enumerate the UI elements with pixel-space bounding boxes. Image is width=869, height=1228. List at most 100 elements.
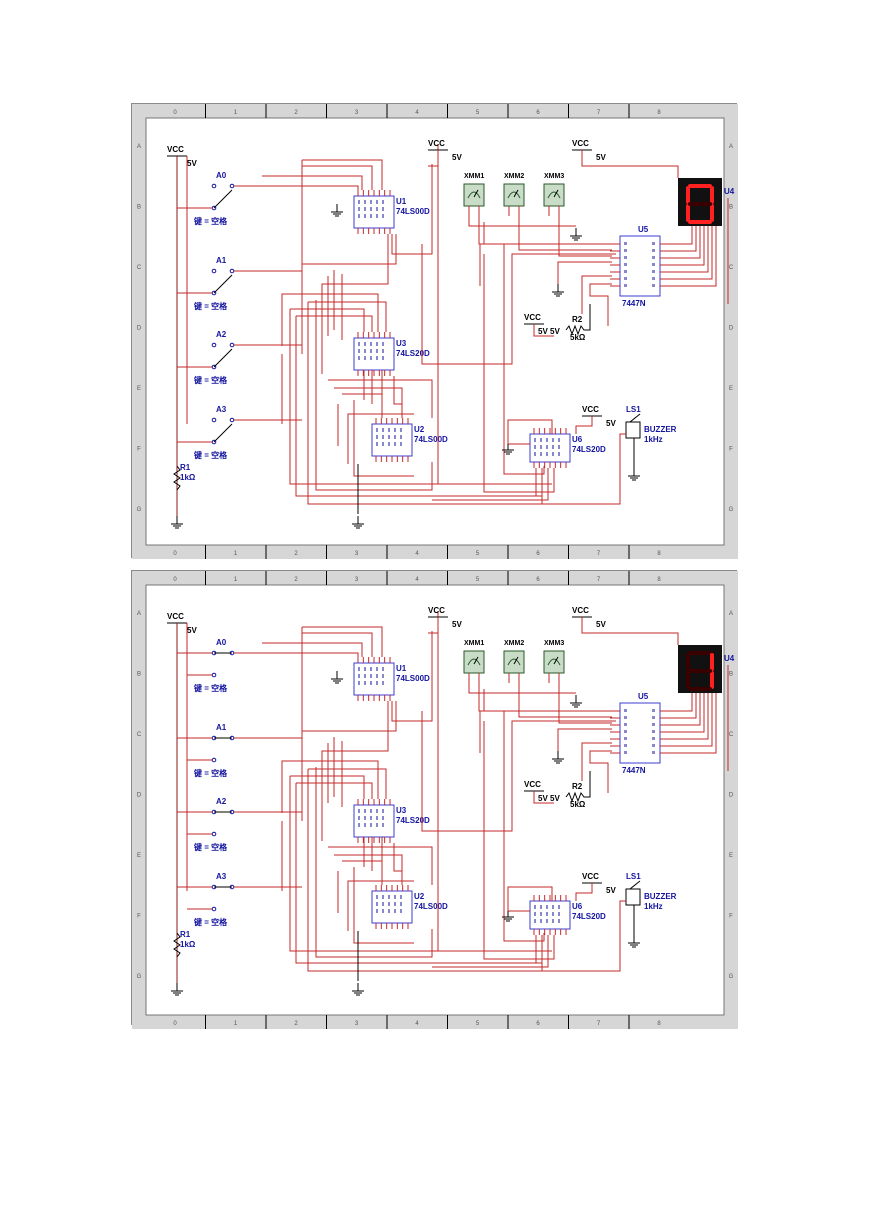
u1-pinmark xyxy=(370,207,372,211)
u6-out xyxy=(452,468,537,497)
switch-contact xyxy=(211,672,217,678)
u6-pinmark xyxy=(552,438,554,442)
u1-pinmark xyxy=(370,200,372,204)
u2-pinmark xyxy=(400,442,402,446)
u5-lamp xyxy=(557,261,612,284)
logic-wire xyxy=(315,300,433,491)
u5-bi xyxy=(589,750,612,793)
switch-blade xyxy=(213,348,233,368)
u2-pinmark xyxy=(400,909,402,913)
u5-to-u4 xyxy=(670,226,717,287)
u5-to-u4 xyxy=(670,693,709,740)
switch-blade xyxy=(213,189,233,209)
u6-pinmark xyxy=(552,905,554,909)
logic-wire xyxy=(262,175,363,190)
u1-ref: U1 xyxy=(396,197,407,206)
u6-in xyxy=(507,419,553,445)
logic-wire xyxy=(290,308,365,332)
grid-col-bottom: 0 xyxy=(173,551,177,557)
u1-pinmark xyxy=(376,681,378,685)
logic-wire xyxy=(328,846,433,885)
grid-row-left: E xyxy=(137,853,141,859)
u1-pinmark xyxy=(382,667,384,671)
u1-pinmark xyxy=(382,200,384,204)
xmm-body-0 xyxy=(463,183,485,207)
u6-pinmark xyxy=(552,445,554,449)
r1-value: 1kΩ xyxy=(180,940,196,949)
xmm-to-u5 xyxy=(478,691,612,712)
grid-row-right: A xyxy=(729,144,733,150)
u5-pinmark xyxy=(652,242,655,245)
logic-wire xyxy=(421,244,616,365)
xmm-label-2: XMM3 xyxy=(544,173,564,180)
u5-to-u4 xyxy=(670,226,713,280)
u6-pinmark xyxy=(546,438,548,442)
u3-ref: U3 xyxy=(396,806,407,815)
switch-blade xyxy=(213,274,233,294)
u1-pinmark xyxy=(358,214,360,218)
u5-pinmark xyxy=(652,256,655,259)
buzzer-label: BUZZER xyxy=(644,892,677,901)
u2-pinmark xyxy=(400,428,402,432)
u5-pinmark xyxy=(624,263,627,266)
logic-wire xyxy=(262,652,359,657)
switch-label-3: A3 xyxy=(216,872,227,881)
grid-col-top: 5 xyxy=(476,110,480,116)
u5-bi xyxy=(589,283,612,326)
xmm-to-u5 xyxy=(558,691,612,724)
u3-pinmark xyxy=(376,356,378,360)
vcc-left-volt: 5V xyxy=(187,626,197,635)
r1-label: R1 xyxy=(180,930,191,939)
grid-row-left: D xyxy=(137,326,142,332)
r1-label: R1 xyxy=(180,463,191,472)
grid-row-right: G xyxy=(729,507,734,513)
r1-value: 1kΩ xyxy=(180,473,196,482)
u2-part: 74LS00D xyxy=(414,902,448,911)
buzzer-label: BUZZER xyxy=(644,425,677,434)
u5-to-u4 xyxy=(670,693,713,747)
u2-ref: U2 xyxy=(414,425,425,434)
switch-contact xyxy=(211,831,217,837)
u5-pinmark xyxy=(624,716,627,719)
u5-pinmark xyxy=(624,730,627,733)
vcc-u4-volt: 5V xyxy=(596,620,606,629)
vcc-r2-volt: 5V xyxy=(538,327,548,336)
u5-pinmark xyxy=(624,277,627,280)
u5-pinmark xyxy=(652,709,655,712)
u1-pinmark xyxy=(358,207,360,211)
u3-pinmark xyxy=(376,809,378,813)
logic-wire xyxy=(307,769,562,972)
vcc-r2-label: VCC xyxy=(524,313,541,322)
u1-part: 74LS00D xyxy=(396,207,430,216)
u1-pinmark xyxy=(376,667,378,671)
u3-pinmark xyxy=(370,809,372,813)
u5-ref: U5 xyxy=(638,692,649,701)
u6-pinmark xyxy=(534,905,536,909)
switch-contact xyxy=(211,439,217,445)
u5-part: 7447N xyxy=(622,766,646,775)
grid-col-bottom: 5 xyxy=(476,1021,480,1027)
vcc-u6-wire xyxy=(575,416,593,434)
u6-part: 74LS20D xyxy=(572,445,606,454)
u5-pinmark xyxy=(652,737,655,740)
vcc-u6-label: VCC xyxy=(582,405,599,414)
u3-pinmark xyxy=(376,342,378,346)
u6-pinmark xyxy=(540,919,542,923)
u3-pinmark xyxy=(364,823,366,827)
grid-row-right: C xyxy=(729,732,734,738)
switch-key-label: 键 = 空格 xyxy=(193,917,228,927)
u6-pinmark xyxy=(558,445,560,449)
u6-pinmark xyxy=(558,919,560,923)
u5-pinmark xyxy=(652,730,655,733)
grid-col-top: 0 xyxy=(173,577,177,583)
xmm-to-u5 xyxy=(518,224,612,251)
logic-wire xyxy=(302,159,383,190)
vcc-u4-wire xyxy=(581,150,679,178)
xmm-needle-1 xyxy=(513,189,519,198)
u2-ref: U2 xyxy=(414,892,425,901)
xmm-dial-2 xyxy=(547,191,561,199)
buzzer-freq: 1kHz xyxy=(644,902,663,911)
xmm-needle-0 xyxy=(473,189,479,198)
xmm-to-u5 xyxy=(478,224,612,245)
